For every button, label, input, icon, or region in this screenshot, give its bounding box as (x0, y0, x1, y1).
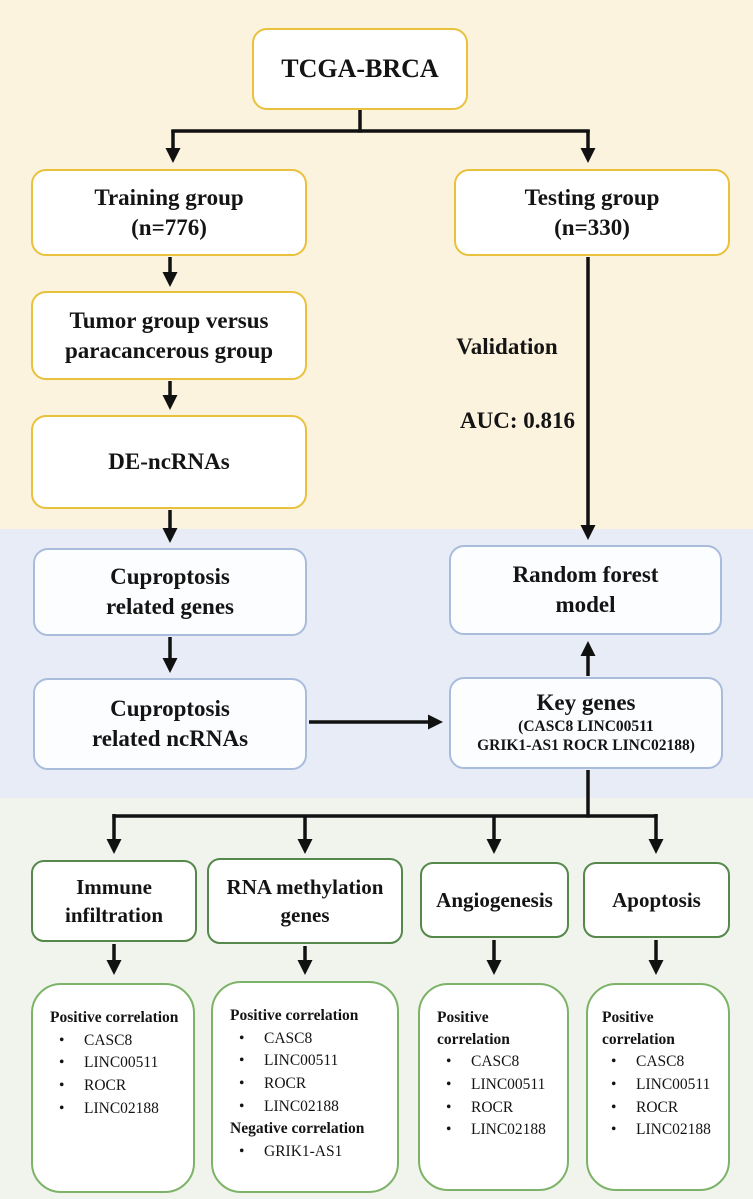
flow-node-key-genes: Key genes (CASC8 LINC00511 GRIK1-AS1 ROC… (449, 677, 723, 769)
node-label-line2: model (555, 592, 616, 617)
outcome-list-rna-methylation: Positive correlation CASC8 LINC00511 ROC… (211, 981, 399, 1193)
node-title: Key genes (536, 690, 636, 716)
correlation-heading: Positive correlation (602, 1009, 675, 1048)
correlation-heading: Negative correlation (230, 1120, 365, 1138)
node-label-line1: Tumor group versus (69, 307, 269, 333)
node-label: TCGA-BRCA (281, 54, 439, 84)
node-label-line1: Cuproptosis (110, 564, 230, 590)
outcome-list-immune: Positive correlation CASC8 LINC00511 ROC… (31, 983, 195, 1193)
node-subtitle-line2: GRIK1-AS1 ROCR LINC02188) (477, 737, 695, 755)
correlation-heading: Positive correlation (437, 1009, 510, 1048)
node-label-line2: (n=330) (554, 214, 630, 240)
node-label: DE-ncRNAs (108, 449, 230, 475)
node-label: Angiogenesis (436, 887, 553, 912)
node-label-line1: RNA methylation (226, 874, 384, 899)
flow-node-apoptosis: Apoptosis (583, 862, 730, 938)
node-subtitle-line1: (CASC8 LINC00511 (518, 717, 654, 735)
gene-item: LINC02188 (50, 1098, 187, 1120)
flow-node-de-ncrnas: DE-ncRNAs (31, 415, 307, 509)
gene-list: CASC8 LINC00511 ROCR LINC02188 (50, 1030, 187, 1120)
gene-item: ROCR (50, 1075, 187, 1097)
gene-item: LINC00511 (437, 1074, 561, 1096)
node-label-line2: genes (280, 903, 330, 927)
node-label-line1: Cuproptosis (110, 696, 230, 722)
gene-item: GRIK1-AS1 (230, 1141, 391, 1163)
gene-item: CASC8 (602, 1051, 722, 1073)
gene-list: CASC8 LINC00511 ROCR LINC02188 (230, 1028, 391, 1118)
gene-list: CASC8 LINC00511 ROCR LINC02188 (437, 1051, 561, 1141)
flow-node-cuproptosis-related-genes: Cuproptosis related genes (33, 548, 307, 636)
gene-item: CASC8 (230, 1028, 391, 1050)
node-label-line2: related ncRNAs (91, 726, 249, 751)
node-label-line1: Training group (94, 184, 244, 210)
gene-list: GRIK1-AS1 (230, 1141, 391, 1163)
outcome-list-angiogenesis: Positive correlation CASC8 LINC00511 ROC… (418, 983, 569, 1191)
gene-item: LINC00511 (602, 1074, 722, 1096)
gene-item: LINC02188 (230, 1096, 391, 1118)
validation-label: Validation (456, 334, 558, 359)
flow-node-training-group: Training group (n=776) (31, 169, 307, 256)
auc-value-label: AUC: 0.816 (460, 408, 575, 433)
correlation-heading: Positive correlation (230, 1007, 359, 1024)
node-label-line2: (n=776) (131, 214, 207, 240)
flow-node-tcga-brca: TCGA-BRCA (252, 28, 468, 110)
flow-node-rna-methylation-genes: RNA methylation genes (207, 858, 403, 944)
gene-item: LINC00511 (50, 1052, 187, 1074)
node-label-line1: Random forest (512, 562, 659, 588)
gene-item: CASC8 (50, 1030, 187, 1052)
gene-item: ROCR (437, 1097, 561, 1119)
flow-node-angiogenesis: Angiogenesis (420, 862, 569, 938)
flow-node-testing-group: Testing group (n=330) (454, 169, 730, 256)
node-label-line2: paracancerous group (64, 337, 274, 363)
gene-item: CASC8 (437, 1051, 561, 1073)
gene-item: LINC02188 (437, 1119, 561, 1141)
gene-item: LINC00511 (230, 1050, 391, 1072)
outcome-list-apoptosis: Positive correlation CASC8 LINC00511 ROC… (586, 983, 730, 1191)
node-label-line2: related genes (106, 594, 234, 619)
node-label-line1: Testing group (524, 184, 660, 210)
node-label: Apoptosis (612, 887, 701, 912)
flow-node-cuproptosis-related-ncrnas: Cuproptosis related ncRNAs (33, 678, 307, 770)
correlation-heading: Positive correlation (50, 1009, 179, 1026)
node-label-line1: Immune (76, 874, 152, 899)
gene-list: CASC8 LINC00511 ROCR LINC02188 (602, 1051, 722, 1141)
gene-item: ROCR (602, 1097, 722, 1119)
flow-node-immune-infiltration: Immune infiltration (31, 860, 197, 942)
flow-node-random-forest-model: Random forest model (449, 545, 722, 635)
flow-node-tumor-vs-paracancerous: Tumor group versus paracancerous group (31, 291, 307, 380)
gene-item: ROCR (230, 1073, 391, 1095)
gene-item: LINC02188 (602, 1119, 722, 1141)
node-label-line2: infiltration (65, 903, 163, 927)
